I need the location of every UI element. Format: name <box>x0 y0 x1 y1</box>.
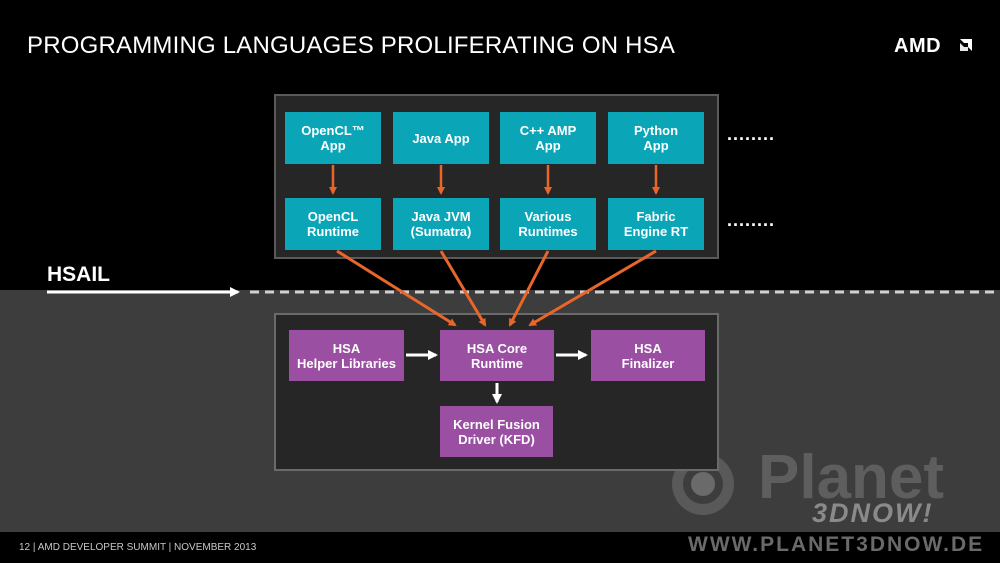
amd-arrow-icon <box>960 39 972 51</box>
opencl-app-box: OpenCL™ App <box>285 112 381 164</box>
footer-text: 12 | AMD DEVELOPER SUMMIT | NOVEMBER 201… <box>19 542 257 553</box>
watermark-url: WWW.PLANET3DNOW.DE <box>688 533 985 556</box>
hsail-label: HSAIL <box>47 263 110 286</box>
more-apps-ellipsis: ........ <box>727 124 776 144</box>
python-app-box: Python App <box>608 112 704 164</box>
opencl-runtime-box: OpenCL Runtime <box>285 198 381 250</box>
arrow-fabric-core <box>528 249 657 327</box>
cpp-amp-app-box: C++ AMP App <box>500 112 596 164</box>
hsa-finalizer-box: HSA Finalizer <box>591 330 705 381</box>
slide-title: PROGRAMMING LANGUAGES PROLIFERATING ON H… <box>27 32 676 59</box>
hsa-core-runtime-box: HSA Core Runtime <box>440 330 554 381</box>
amd-logo: AMD <box>894 35 942 57</box>
watermark-brand: Planet <box>758 443 945 512</box>
arrow-various-core <box>508 250 550 327</box>
fabric-engine-box: Fabric Engine RT <box>608 198 704 250</box>
java-jvm-box: Java JVM (Sumatra) <box>393 198 489 250</box>
hsa-helper-libraries-box: HSA Helper Libraries <box>289 330 404 381</box>
more-runtimes-ellipsis: ........ <box>727 210 776 230</box>
arrow-opencl-core <box>336 249 457 327</box>
watermark-sub: 3DNOW! <box>812 498 934 528</box>
various-runtimes-box: Various Runtimes <box>500 198 596 250</box>
kernel-fusion-driver-box: Kernel Fusion Driver (KFD) <box>440 406 553 457</box>
arrow-java-core <box>439 250 487 327</box>
java-app-box: Java App <box>393 112 489 164</box>
footer-background <box>0 532 1000 563</box>
